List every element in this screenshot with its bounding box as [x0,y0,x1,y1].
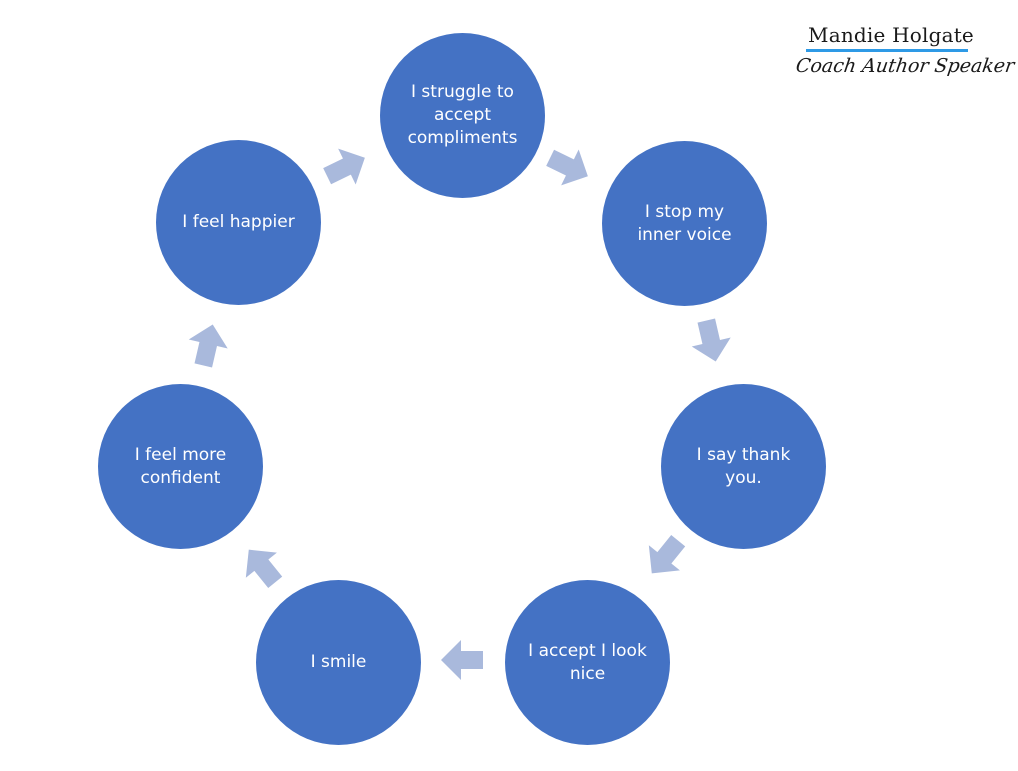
cycle-node-feel-happier: I feel happier [156,140,321,305]
cycle-arrow-icon [439,637,485,683]
cycle-arrow-icon [683,313,738,368]
cycle-node-label: I struggle to accept compliments [407,82,518,148]
cycle-node-say-thank-you: I say thank you. [661,384,826,549]
cycle-node-label: I accept I look nice [528,640,647,684]
cycle-node-label: I feel more confident [134,444,227,488]
brand-name: Mandie Holgate [808,23,974,47]
cycle-arrow-icon [315,136,377,198]
cycle-arrow-icon [180,317,235,372]
cycle-node-stop-inner-voice: I stop my inner voice [602,141,767,306]
cycle-node-label: I stop my inner voice [637,201,732,245]
cycle-node-smile: I smile [256,580,421,745]
cycle-node-label: I feel happier [182,212,295,232]
brand-underline [806,49,968,52]
cycle-node-struggle: I struggle to accept compliments [380,33,545,198]
brand-tagline: Coach Author Speaker [794,55,1016,77]
cycle-node-label: I say thank you. [696,444,791,488]
cycle-arrow-icon [538,136,600,198]
cycle-arrow-icon [633,525,698,590]
cycle-arrow-icon [230,534,295,599]
cycle-node-label: I smile [310,652,367,672]
cycle-node-accept-look-nice: I accept I look nice [505,580,670,745]
cycle-node-feel-more-confident: I feel more confident [98,384,263,549]
brand-logo: Mandie Holgate Coach Author Speaker [794,22,1016,77]
